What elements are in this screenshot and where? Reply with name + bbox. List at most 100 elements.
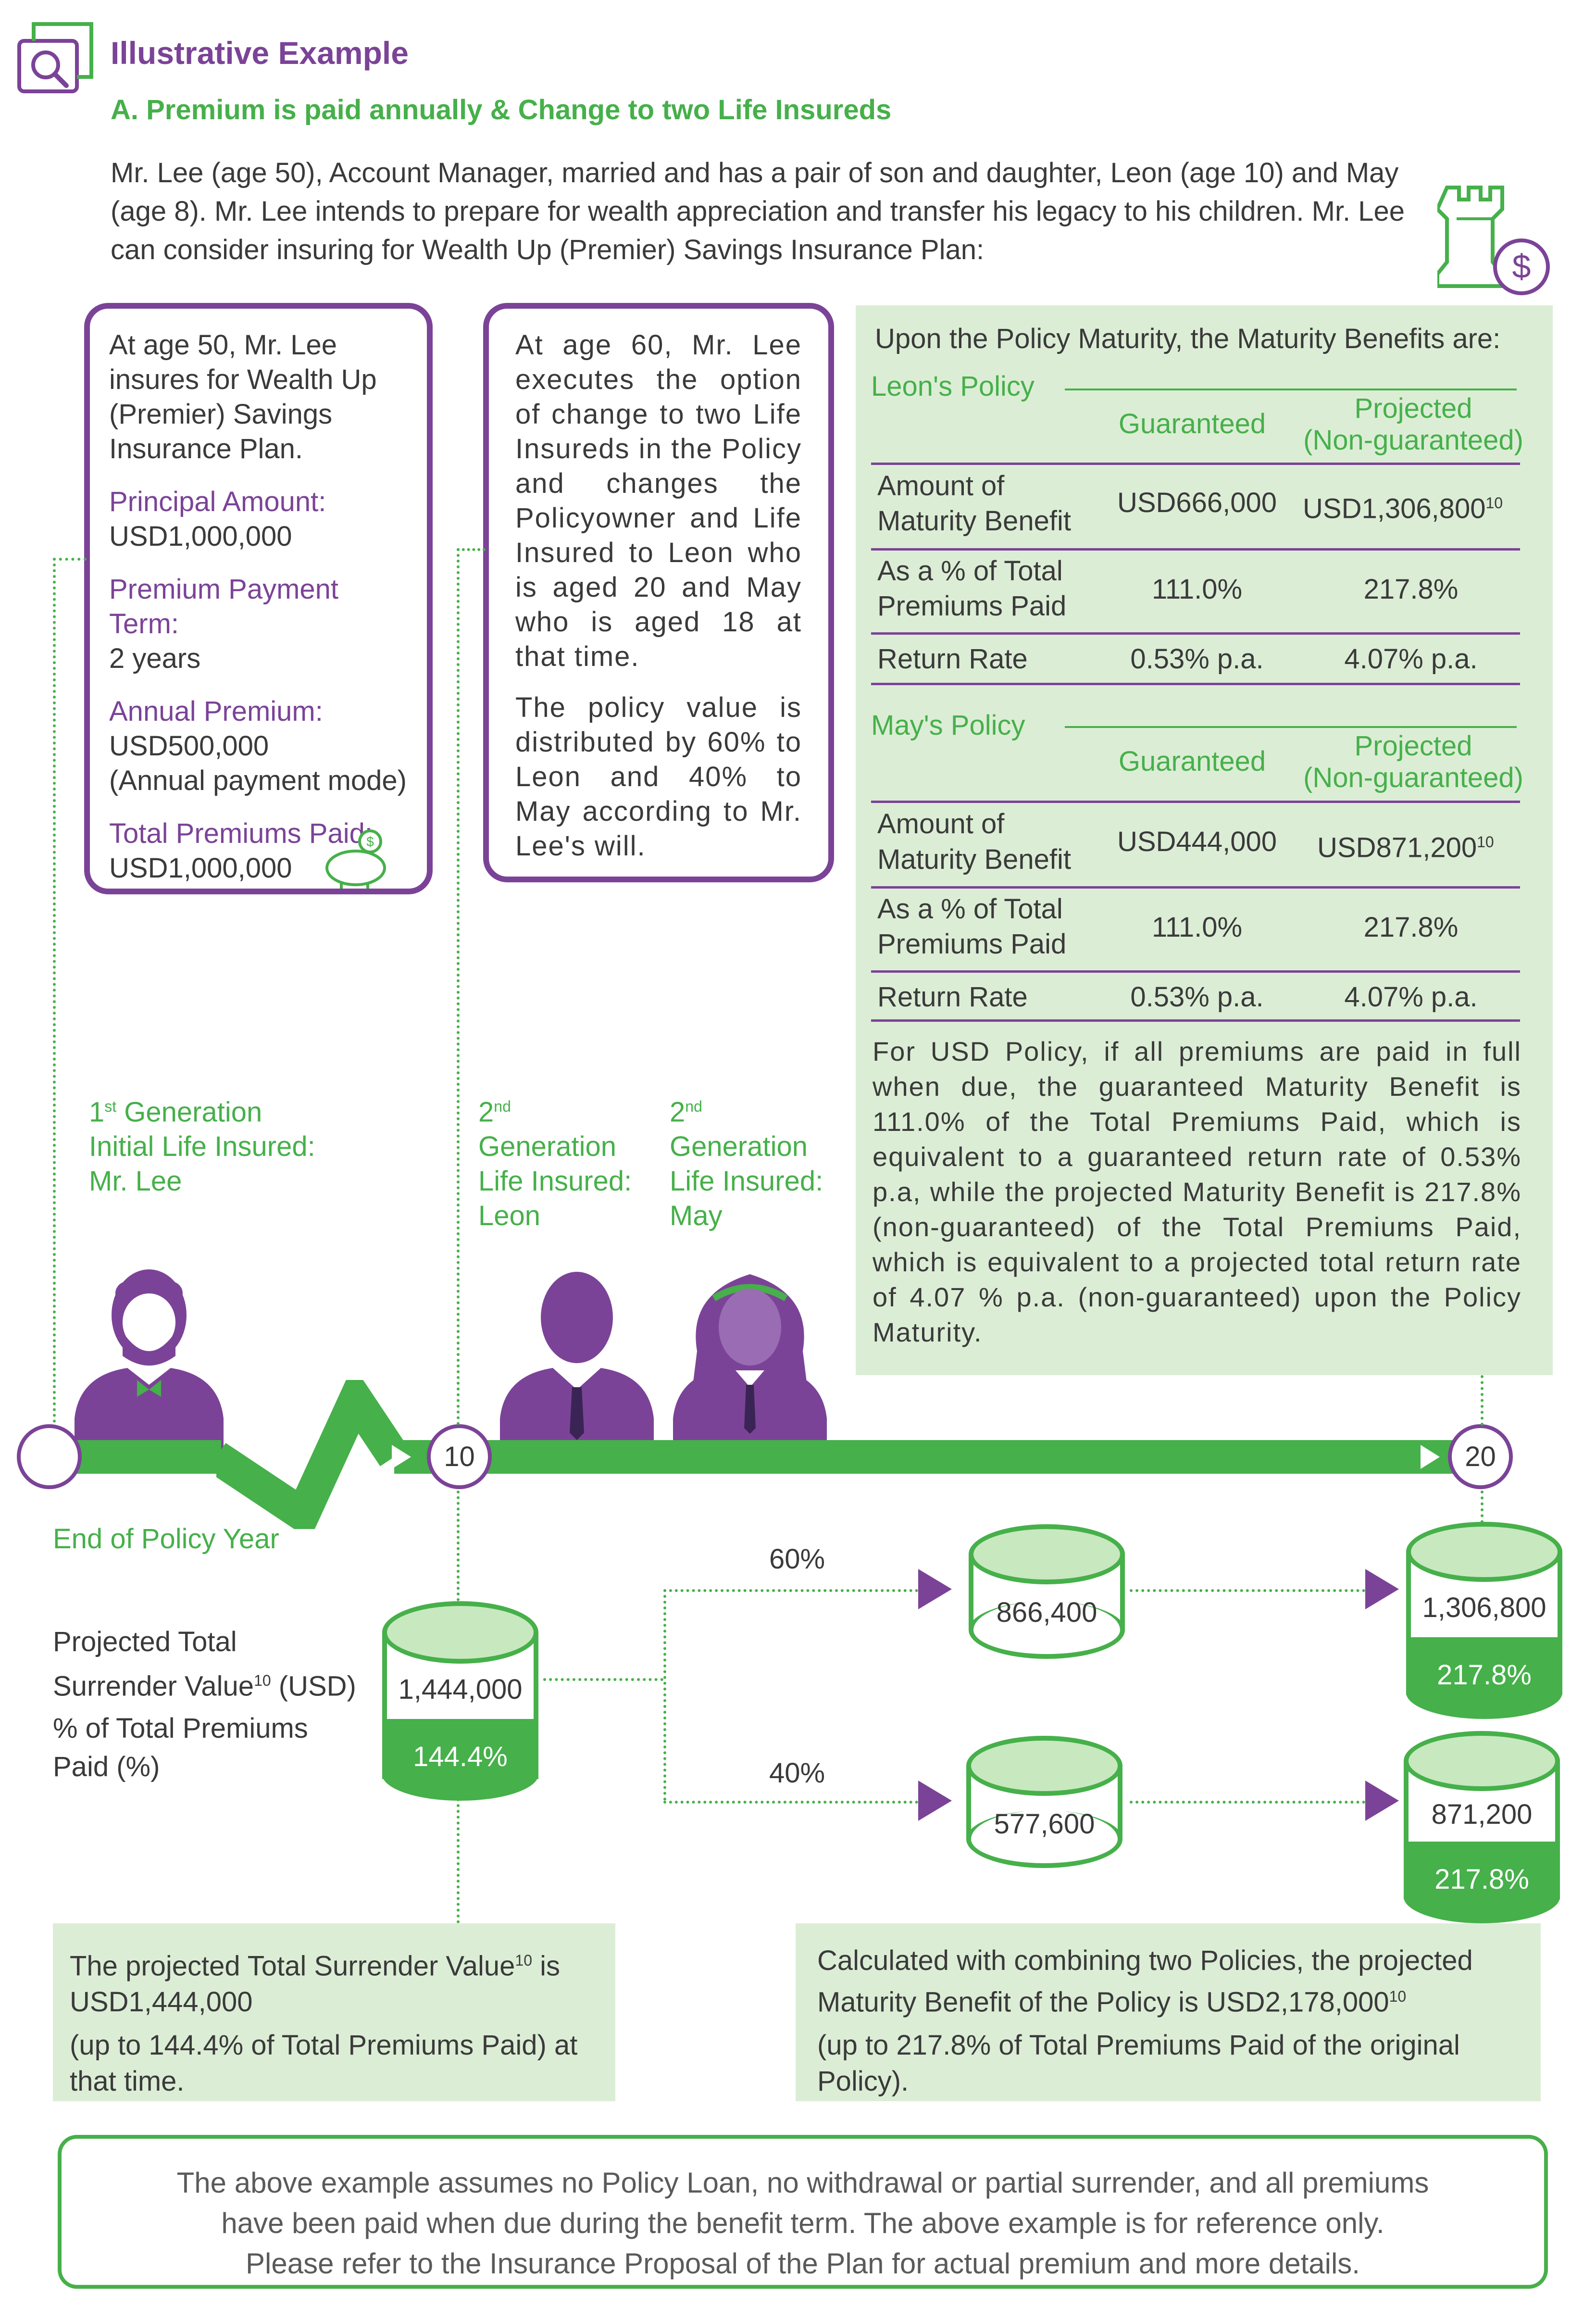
may-rate-label: Return Rate — [877, 981, 1028, 1013]
term-label: Premium Payment Term: — [109, 574, 339, 640]
may-row-line — [871, 970, 1520, 973]
total-label: Total Premiums Paid: — [109, 818, 373, 849]
leon-row-line — [871, 548, 1520, 551]
young-woman-icon — [673, 1274, 827, 1452]
leon-rate-guaranteed: 0.53% p.a. — [1130, 643, 1264, 675]
may-row-line — [871, 1019, 1520, 1022]
annual-label: Annual Premium: — [109, 696, 323, 727]
second-generation-leon-label: 2nd Generation Life Insured: Leon — [478, 1096, 632, 1232]
surrender-pct: 144.4% — [413, 1741, 508, 1772]
may-col-projected-2: (Non-guaranteed) — [1303, 762, 1523, 793]
arrow-may-final-icon — [1365, 1781, 1399, 1821]
arrow-may-icon — [918, 1781, 952, 1821]
leon-row-line — [871, 683, 1520, 685]
connector-dotted — [53, 558, 87, 561]
timeline-start-marker — [17, 1424, 82, 1489]
may-rate-guaranteed: 0.53% p.a. — [1130, 981, 1264, 1013]
may-pct-label-2: Premiums Paid — [877, 928, 1067, 960]
may-amount-label-1: Amount of — [877, 808, 1005, 840]
leon-final-value: 1,306,800 — [1422, 1592, 1546, 1623]
surrender-value: 1,444,000 — [398, 1674, 523, 1705]
leon-pct-projected: 217.8% — [1363, 574, 1459, 605]
surrender-cylinder: 1,444,000 144.4% — [382, 1601, 538, 1801]
magnifier-document-icon — [17, 22, 93, 93]
leon-row-line — [871, 463, 1520, 465]
young-man-icon — [500, 1272, 654, 1452]
disclaimer-line: Please refer to the Insurance Proposal o… — [246, 2247, 1360, 2280]
timeline-break — [216, 1380, 409, 1529]
timeline-year-10: 10 — [427, 1424, 492, 1489]
second-generation-may-label: 2nd Generation Life Insured: May — [670, 1096, 823, 1232]
connector-dotted — [1481, 1375, 1484, 1426]
may-split-pct: 40% — [769, 1757, 825, 1789]
timeline-bar — [394, 1440, 1481, 1474]
principal-value: USD1,000,000 — [109, 521, 292, 552]
may-final-cylinder: 871,200 217.8% — [1404, 1731, 1560, 1923]
leon-final-pct: 217.8% — [1437, 1659, 1532, 1691]
timeline-arrow-icon — [1421, 1445, 1440, 1469]
leon-pct-label-2: Premiums Paid — [877, 590, 1067, 622]
term-value: 2 years — [109, 643, 201, 674]
leon-amount-label-2: Maturity Benefit — [877, 505, 1071, 537]
first-generation-label: 1st Generation Initial Life Insured: Mr.… — [89, 1096, 315, 1197]
connector-dotted — [457, 548, 486, 551]
connector-dotted — [53, 558, 56, 1423]
disclaimer-line: have been paid when due during the benef… — [221, 2207, 1384, 2239]
annual-mode: (Annual payment mode) — [109, 765, 407, 796]
box2-p1: At age 60, Mr. Lee executes the option o… — [515, 329, 802, 672]
maturity-heading: Upon the Policy Maturity, the Maturity B… — [875, 323, 1501, 354]
may-rate-projected: 4.07% p.a. — [1344, 981, 1478, 1013]
chess-rook-icon: $ — [1437, 186, 1550, 295]
connector-dotted — [457, 548, 460, 1426]
box1-intro: At age 50, Mr. Lee insures for Wealth Up… — [109, 329, 377, 464]
initial-policy-box: At age 50, Mr. Lee insures for Wealth Up… — [84, 303, 433, 894]
may-col-projected-1: Projected — [1354, 730, 1472, 762]
connector-dotted — [663, 1589, 666, 1801]
maturity-benefits-box: Upon the Policy Maturity, the Maturity B… — [856, 305, 1553, 1375]
may-pct-guaranteed: 111.0% — [1151, 912, 1243, 943]
timeline-year-20: 20 — [1448, 1424, 1513, 1489]
surrender-summary-box: The projected Total Surrender Value10 is… — [53, 1923, 615, 2101]
leon-row-line — [871, 632, 1520, 635]
leon-split-pct: 60% — [769, 1543, 825, 1575]
may-amount-projected: USD871,20010 — [1317, 832, 1494, 864]
intro-paragraph: Mr. Lee (age 50), Account Manager, marri… — [111, 157, 1405, 265]
may-col-guaranteed: Guaranteed — [1118, 746, 1266, 777]
arrow-leon-final-icon — [1365, 1569, 1399, 1609]
may-policy-label: May's Policy — [871, 710, 1025, 741]
connector-dotted — [1130, 1589, 1365, 1592]
section-subtitle: A. Premium is paid annually & Change to … — [111, 94, 892, 125]
principal-label: Principal Amount: — [109, 486, 326, 517]
connector-dotted — [663, 1801, 918, 1804]
man-beard-icon — [75, 1269, 224, 1452]
annual-value: USD500,000 — [109, 730, 269, 762]
leon-policy-label: Leon's Policy — [871, 371, 1035, 402]
total-value: USD1,000,000 — [109, 853, 292, 884]
dollar-coin-icon — [1493, 238, 1550, 295]
leon-mid-value: 866,400 — [996, 1597, 1097, 1628]
leon-divider — [1065, 389, 1517, 390]
connector-dotted — [1130, 1801, 1365, 1804]
may-mid-value: 577,600 — [994, 1808, 1095, 1840]
may-final-value: 871,200 — [1431, 1799, 1533, 1830]
maturity-summary-box: Calculated with combining two Policies, … — [796, 1923, 1541, 2101]
leon-amount-guaranteed: USD666,000 — [1117, 487, 1277, 518]
may-final-pct: 217.8% — [1434, 1864, 1529, 1895]
leon-rate-projected: 4.07% p.a. — [1344, 643, 1478, 675]
connector-dotted — [543, 1678, 663, 1681]
arrow-leon-icon — [918, 1569, 952, 1609]
may-pct-label-1: As a % of Total — [877, 893, 1063, 925]
leon-mid-cylinder: 866,400 — [969, 1524, 1125, 1659]
leon-col-projected-1: Projected — [1354, 393, 1472, 424]
leon-col-projected-2: (Non-guaranteed) — [1303, 425, 1523, 456]
leon-final-cylinder: 1,306,800 217.8% — [1406, 1522, 1562, 1719]
leon-pct-guaranteed: 111.0% — [1151, 574, 1243, 605]
connector-dotted — [457, 1491, 460, 1601]
change-policy-box: At age 60, Mr. Lee executes the option o… — [483, 303, 834, 882]
may-row-line — [871, 801, 1520, 803]
may-amount-label-2: Maturity Benefit — [877, 844, 1071, 875]
may-row-line — [871, 886, 1520, 889]
timeline-arrow-icon — [392, 1445, 411, 1469]
surrender-label: Projected Total Surrender Value10 (USD) — [53, 1626, 356, 1702]
surrender-pct-label: % of Total Premiums Paid (%) — [53, 1713, 308, 1782]
